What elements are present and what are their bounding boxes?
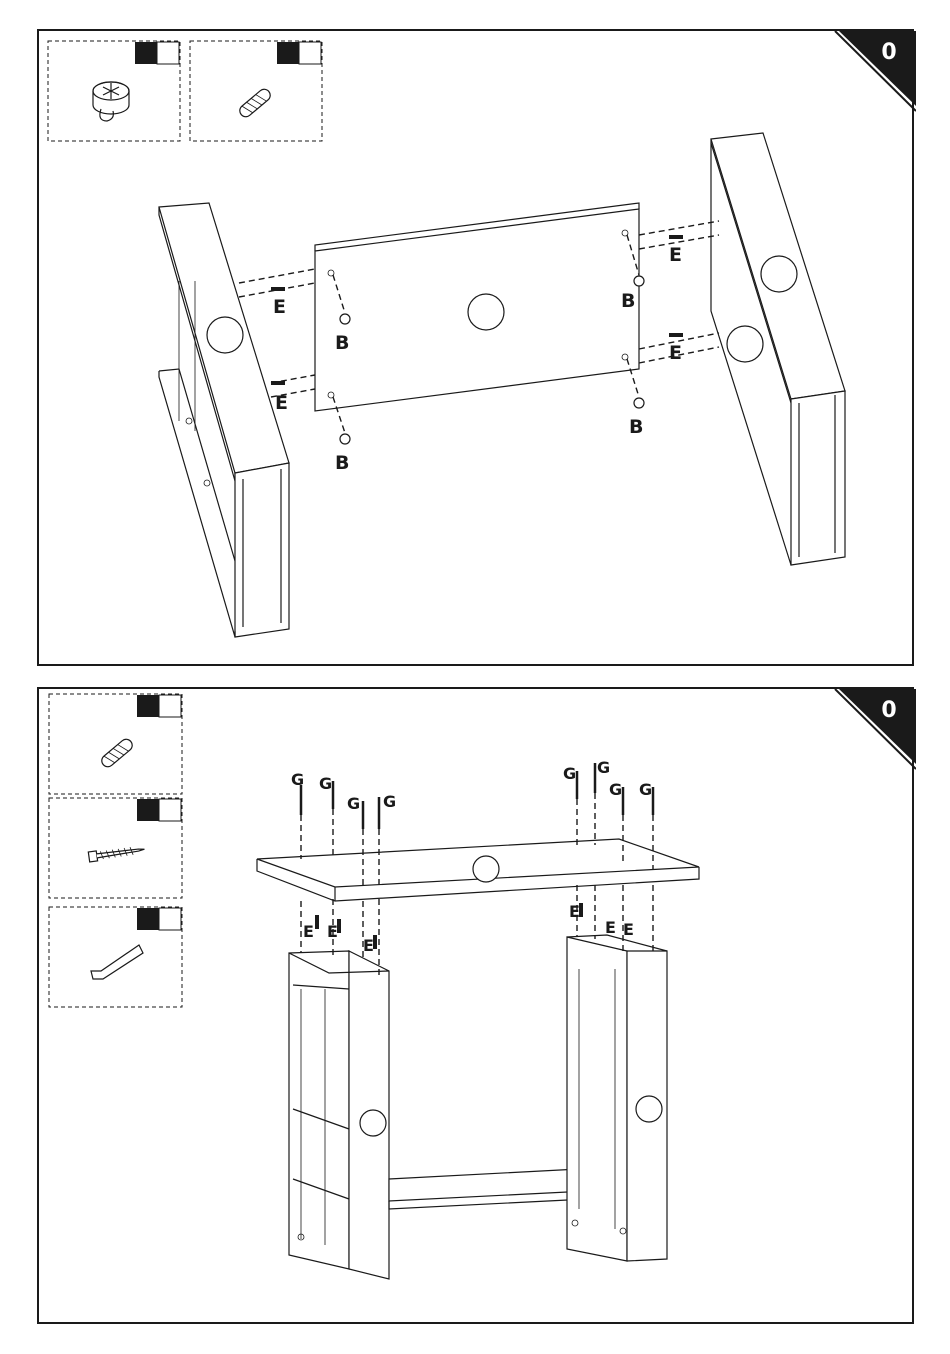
panel-label-circle xyxy=(761,256,797,292)
panel-label-circle xyxy=(473,856,499,882)
dowel-label: E xyxy=(669,342,682,364)
step-number: 0 xyxy=(881,698,896,723)
assembly-step-panel-2: 0 xyxy=(37,687,914,1324)
dowel-label: E xyxy=(327,922,338,941)
left-leg-frame xyxy=(289,951,389,1279)
screw-label: G xyxy=(347,794,360,813)
quantity-swatch-light xyxy=(159,799,181,821)
quantity-swatch-light xyxy=(159,908,181,930)
step-number-badge: 0 xyxy=(835,689,916,769)
quantity-swatch-dark xyxy=(137,799,159,821)
parts-box-allen-key xyxy=(49,907,182,1007)
dowel-label: E xyxy=(363,936,374,955)
dowel-label: E xyxy=(623,920,634,939)
panel-label-circle xyxy=(727,326,763,362)
assembly-step-panel-1: 0 xyxy=(37,29,914,666)
step-number-badge: 0 xyxy=(835,31,916,111)
panel-label-circle xyxy=(636,1096,662,1122)
screw-label: G xyxy=(609,780,622,799)
parts-box-screw xyxy=(49,798,182,898)
allen-key-icon xyxy=(91,945,143,979)
screw-label: G xyxy=(319,774,332,793)
cam-label: B xyxy=(335,332,349,354)
quantity-swatch-light xyxy=(157,42,179,64)
step-1-diagram: 0 xyxy=(39,31,916,668)
left-side-frame xyxy=(159,203,289,637)
dowel-label: E xyxy=(605,918,616,937)
cam-label: B xyxy=(335,452,349,474)
quantity-swatch-light xyxy=(299,42,321,64)
screw-label: G xyxy=(597,758,610,777)
wooden-dowel-icon xyxy=(237,87,272,119)
cam-label: B xyxy=(621,290,635,312)
dowel-label: E xyxy=(275,392,288,414)
screw-icon xyxy=(88,844,145,862)
panel-label-circle xyxy=(468,294,504,330)
quantity-swatch-dark xyxy=(137,908,159,930)
cam-lock-icon xyxy=(93,82,129,121)
quantity-swatch-light xyxy=(159,695,181,717)
dowels-row xyxy=(315,903,583,949)
dowel-label: E xyxy=(569,902,580,921)
panel-label-circle xyxy=(207,317,243,353)
dowel-label: E xyxy=(669,244,682,266)
step-2-diagram: 0 xyxy=(39,689,916,1326)
parts-box-dowel xyxy=(49,694,182,794)
top-board xyxy=(257,839,699,901)
cam-label: B xyxy=(629,416,643,438)
wooden-dowel-icon xyxy=(99,737,134,769)
screw-label: G xyxy=(291,770,304,789)
dowel-label: E xyxy=(273,296,286,318)
right-side-frame xyxy=(711,133,845,565)
quantity-swatch-dark xyxy=(277,42,299,64)
right-leg-frame xyxy=(567,935,667,1261)
screw-label: G xyxy=(383,792,396,811)
screw-label: G xyxy=(563,764,576,783)
quantity-swatch-dark xyxy=(135,42,157,64)
parts-box-dowel xyxy=(190,41,322,141)
panel-label-circle xyxy=(360,1110,386,1136)
parts-box-cam-lock xyxy=(48,41,180,141)
dowel-label: E xyxy=(303,922,314,941)
step-number: 0 xyxy=(881,40,896,65)
screw-label: G xyxy=(639,780,652,799)
center-back-panel xyxy=(315,203,639,411)
quantity-swatch-dark xyxy=(137,695,159,717)
